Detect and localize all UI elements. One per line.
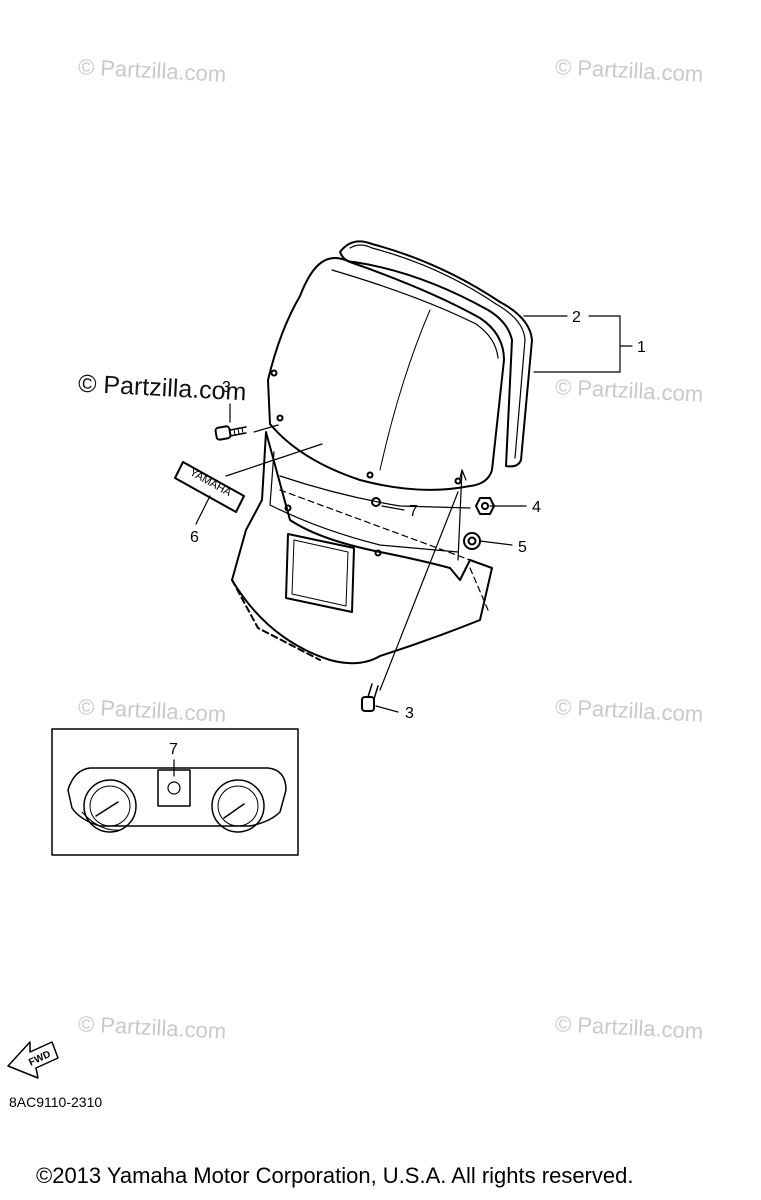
callout-number: 3 [405, 705, 414, 722]
copyright-notice: ©2013 Yamaha Motor Corporation, U.S.A. A… [36, 1163, 634, 1188]
meter-detail-inset [51, 728, 299, 856]
bolt-icon [214, 425, 247, 441]
callout-number: 3 [222, 379, 231, 396]
callout-number: 7 [409, 503, 418, 520]
decal-text: YAMAHA [188, 466, 234, 499]
callout-number: 1 [637, 339, 646, 356]
windshield [267, 257, 505, 491]
grommet-icon [463, 532, 481, 550]
fwd-arrow-icon [7, 1041, 59, 1079]
callout-number: 7 [169, 741, 178, 758]
cowling [231, 431, 493, 665]
callout-number: 4 [532, 499, 541, 516]
yamaha-decal [174, 461, 245, 513]
callout-number: 5 [518, 539, 527, 556]
callout-number: 6 [190, 529, 199, 546]
bolt-icon [361, 683, 379, 712]
windshield-seal [339, 240, 533, 468]
diagram-code: 8AC9110-2310 [9, 1094, 103, 1110]
speedometer-icon [83, 779, 137, 833]
tachometer-icon [211, 779, 265, 833]
meter-window [285, 533, 355, 613]
callout-number: 2 [572, 309, 581, 326]
